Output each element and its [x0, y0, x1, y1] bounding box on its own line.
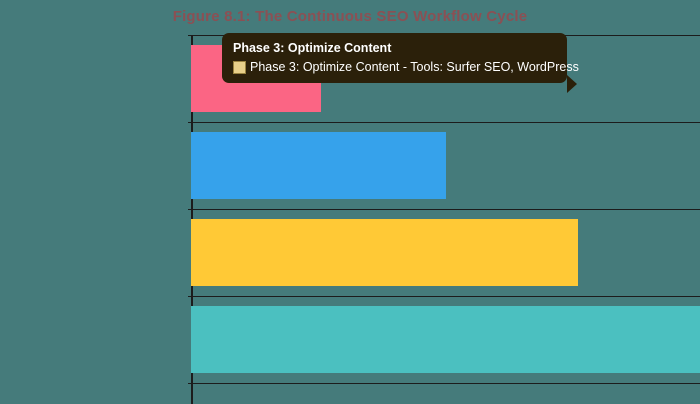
axis-tick-4	[190, 364, 193, 404]
tooltip-body-row: Phase 3: Optimize Content - Tools: Surfe…	[233, 59, 579, 75]
bar-phase-3[interactable]	[191, 219, 578, 286]
axis-tick-3	[190, 277, 193, 317]
tooltip-arrow-icon	[567, 75, 577, 93]
gridline-1	[188, 122, 700, 123]
bar-phase-4[interactable]	[191, 306, 700, 373]
plot-area: Phase 1: Audit Phase 2: Analyze Gaps Pha…	[188, 33, 700, 404]
axis-tick-2	[190, 190, 193, 230]
bar-phase-2[interactable]	[191, 132, 446, 199]
gridline-2	[188, 209, 700, 210]
tooltip-title: Phase 3: Optimize Content	[233, 41, 392, 55]
tooltip-body-text: Phase 3: Optimize Content - Tools: Surfe…	[250, 60, 579, 74]
gridline-3	[188, 296, 700, 297]
tooltip-color-swatch	[233, 60, 246, 74]
axis-tick-1	[190, 103, 193, 143]
chart-tooltip: Phase 3: Optimize Content Phase 3: Optim…	[222, 33, 579, 83]
gridline-4	[188, 383, 700, 384]
chart-title: Figure 8.1: The Continuous SEO Workflow …	[172, 8, 528, 25]
